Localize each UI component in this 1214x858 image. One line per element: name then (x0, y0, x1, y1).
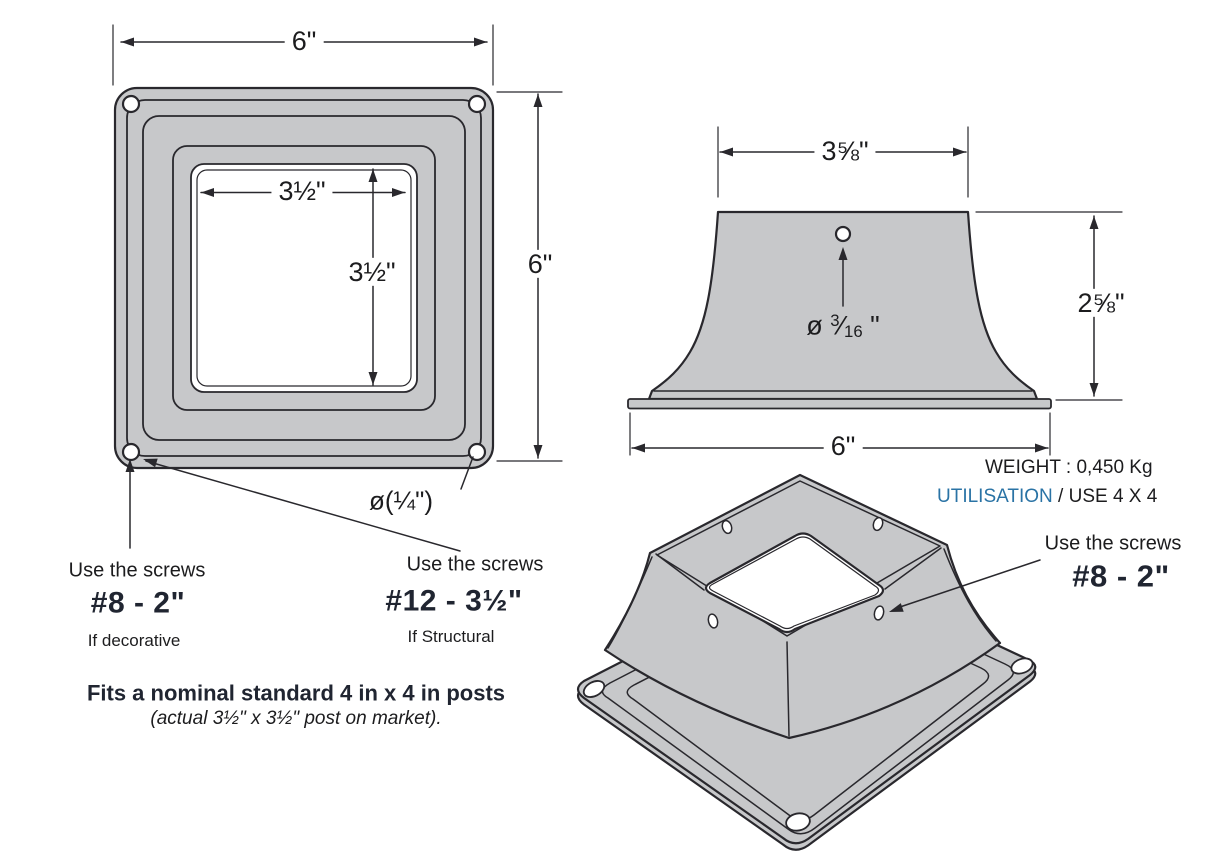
screw-note-left-condition: If decorative (87, 631, 181, 651)
dia-numerator: 3 (830, 311, 840, 331)
flange-ring-1 (126, 99, 482, 457)
screw-note-middle-condition: If Structural (407, 627, 495, 647)
arrowhead (201, 188, 214, 197)
screw-leader-right (896, 559, 1041, 609)
arrowhead (533, 445, 543, 458)
corner-hole (467, 442, 487, 462)
corner-hole (121, 442, 141, 462)
usage-label: UTILISATION / USE 4 X 4 (937, 487, 1157, 507)
side-view-drawing (627, 126, 1123, 456)
extension-lines (629, 412, 1051, 456)
fit-note-bold: Fits a nominal standard 4 in x 4 in post… (86, 680, 506, 706)
fit-note-italic: (actual 3½" x 3½" post on market). (150, 708, 442, 730)
post-opening-inner-line (196, 169, 412, 387)
corner-hole (582, 680, 606, 698)
top-view-hole-dia-label: ø(¼") (368, 485, 434, 516)
near-corner-seam (786, 641, 790, 737)
dia-unit: " (862, 310, 880, 341)
socket-opening-inner-line (708, 536, 880, 630)
socket-screw-hole (872, 516, 884, 532)
side-view-top-width-dim: 3⅝" (814, 136, 876, 165)
arrowhead (368, 169, 378, 182)
extension-lines (496, 91, 563, 462)
arrowhead (889, 603, 904, 612)
side-screw-hole (834, 225, 852, 243)
top-view-inner-height-dim: 3½" (341, 257, 403, 286)
top-view-inner-width-dim: 3½" (271, 176, 333, 205)
arrowhead (392, 188, 405, 197)
arrowhead (838, 247, 848, 260)
arrowhead (720, 147, 733, 157)
flange-ring-2 (142, 115, 466, 441)
dia-denominator: 16 (844, 321, 863, 341)
top-view-height-dim: 6" (520, 249, 560, 278)
side-view-hole-dia-label: ø 3⁄16 " (806, 311, 880, 340)
arrowhead (474, 37, 487, 47)
extension-lines (717, 126, 969, 198)
arrowhead (1035, 443, 1048, 453)
extension-lines (112, 24, 494, 86)
arrowhead (533, 94, 543, 107)
corner-hole (121, 94, 141, 114)
left-flare-seam (607, 556, 653, 649)
arrowhead (953, 147, 966, 157)
socket-screw-hole (873, 605, 885, 621)
socket-opening (704, 532, 885, 634)
flange-ring-3 (172, 145, 436, 411)
right-flare-seam (943, 548, 997, 642)
corner-hole (1010, 657, 1034, 675)
post-opening (190, 163, 418, 393)
screw-note-left-size: #8 - 2" (90, 586, 186, 620)
arrowhead (125, 459, 135, 472)
screw-note-left-intro: Use the screws (68, 559, 206, 582)
screw-leader-diagonal (145, 460, 461, 552)
socket-screw-hole (721, 519, 733, 535)
corner-hole (785, 812, 811, 832)
hole-dia-leader (460, 456, 474, 490)
arrowhead (143, 458, 158, 468)
screw-note-middle-size: #12 - 3½" (385, 584, 523, 618)
isometric-view-drawing (576, 473, 1041, 851)
dia-symbol: ø (806, 310, 831, 341)
screw-note-right-intro: Use the screws (1044, 532, 1182, 555)
socket-screw-hole (707, 613, 719, 629)
dia-slash: ⁄ (839, 310, 845, 341)
side-view-height-dim: 2⅝" (1070, 288, 1132, 317)
usage-label-en: / USE 4 X 4 (1052, 486, 1158, 507)
extension-lines (975, 211, 1123, 401)
base-plate-profile (627, 398, 1052, 410)
weight-label: WEIGHT : 0,450 Kg (985, 457, 1153, 478)
usage-label-fr: UTILISATION (937, 486, 1053, 507)
arrowhead (1089, 383, 1099, 396)
inner-wall-creases (655, 547, 942, 591)
arrowhead (632, 443, 645, 453)
screw-note-right-size: #8 - 2" (1072, 558, 1170, 594)
arrowhead (1089, 216, 1099, 229)
top-view-width-dim: 6" (284, 26, 324, 55)
arrowhead (121, 37, 134, 47)
screw-note-middle-intro: Use the screws (406, 553, 544, 576)
side-view-base-width-dim: 6" (823, 431, 863, 460)
arrowhead (368, 372, 378, 385)
top-view-drawing (112, 24, 563, 552)
corner-hole (467, 94, 487, 114)
